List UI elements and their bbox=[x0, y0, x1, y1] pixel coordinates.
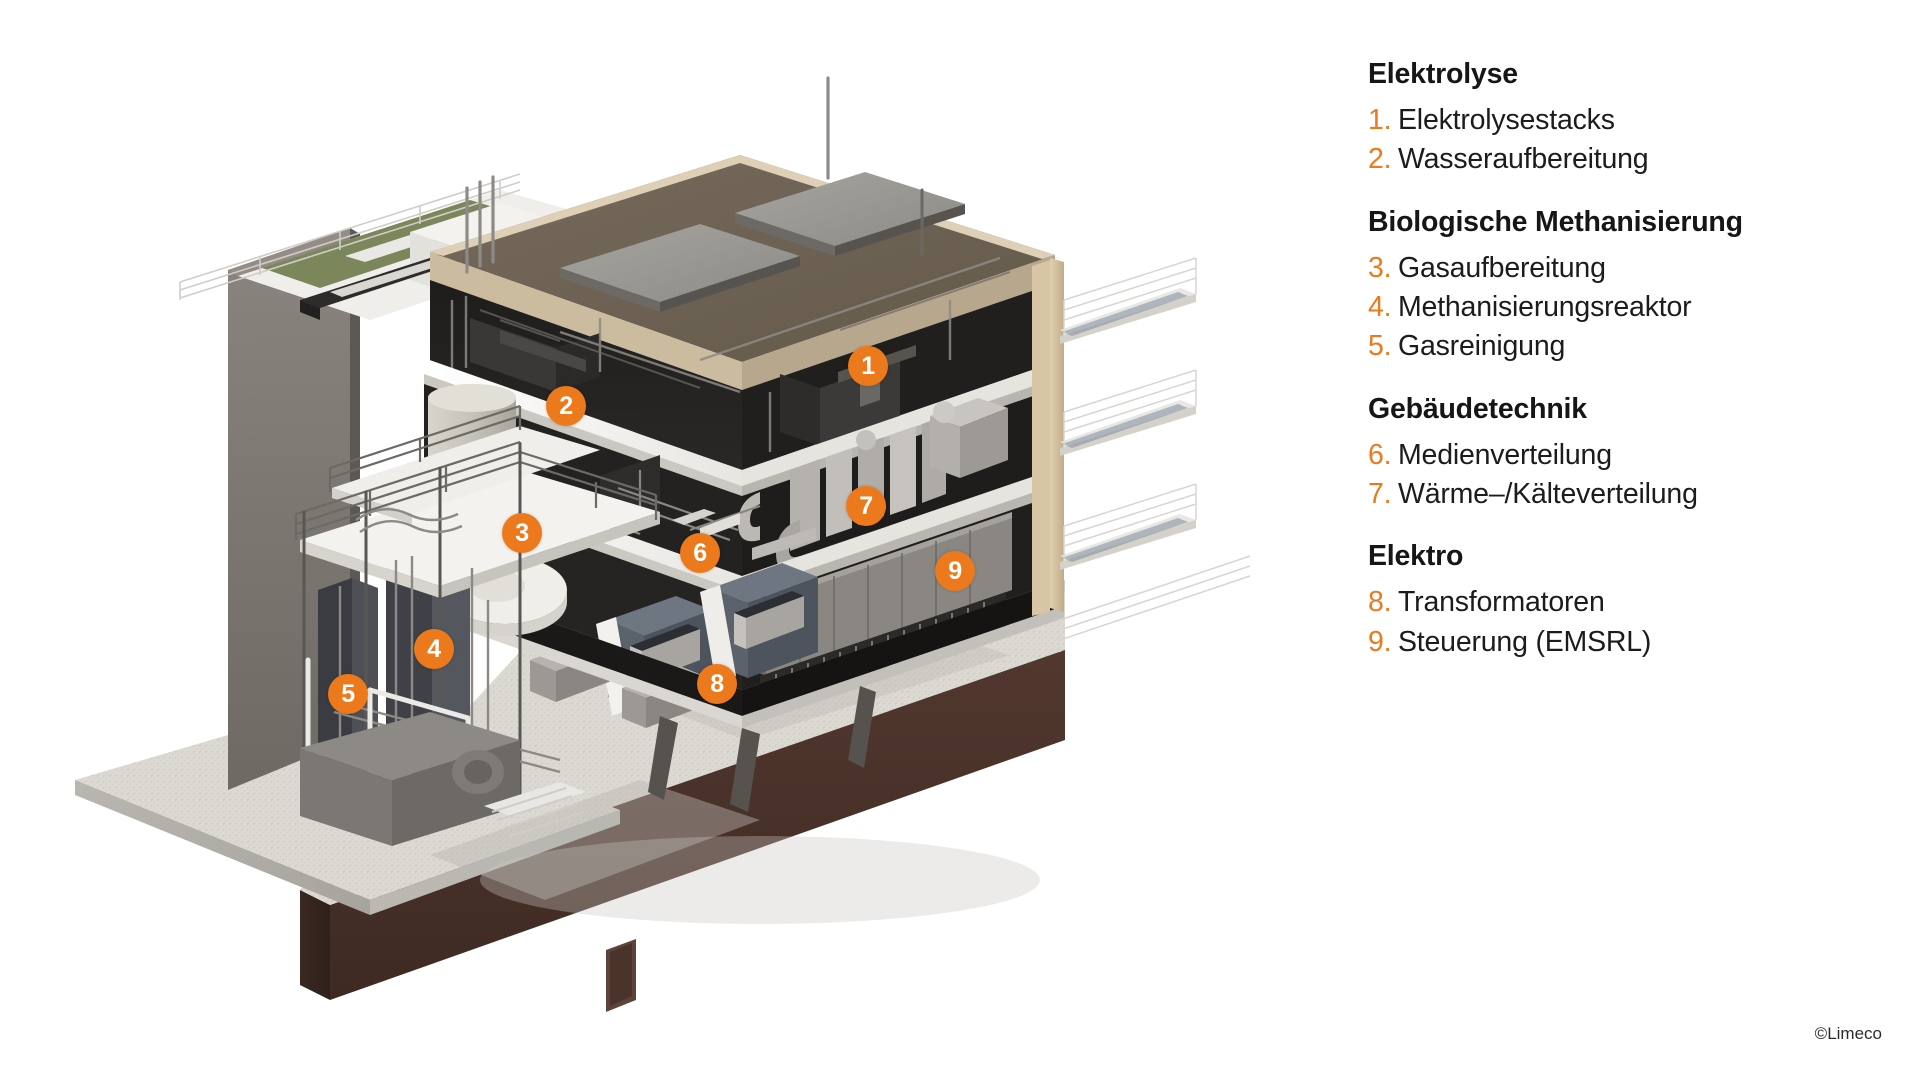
legend-item-label: Elektrolysestacks bbox=[1398, 104, 1615, 136]
right-facade-columns bbox=[1032, 257, 1251, 652]
legend-item-label: Medienverteilung bbox=[1398, 438, 1612, 471]
legend-item[interactable]: 3. Gasaufbereitung bbox=[1368, 249, 1888, 288]
legend-item[interactable]: 2. Wasseraufbereitung bbox=[1368, 140, 1888, 179]
legend-item-number: 6. bbox=[1368, 438, 1392, 471]
exterior-process-plant bbox=[294, 384, 660, 846]
legend-item-label: Gasreinigung bbox=[1398, 330, 1566, 363]
callout-marker-8[interactable]: 8 bbox=[697, 664, 737, 704]
callout-marker-2[interactable]: 2 bbox=[546, 386, 586, 426]
callout-marker-5[interactable]: 5 bbox=[328, 674, 368, 714]
callout-marker-6[interactable]: 6 bbox=[680, 533, 720, 573]
legend-item-number: 2. bbox=[1368, 143, 1392, 176]
legend-group-elektro: Elektro 8. Transformatoren 9. Steuerung … bbox=[1368, 540, 1888, 662]
access-stairs bbox=[484, 782, 586, 837]
legend-item[interactable]: 7. Wärme–/Kälteverteilung bbox=[1368, 475, 1888, 514]
legend-heading: Gebäudetechnik bbox=[1368, 392, 1587, 425]
legend-item-label: Wasseraufbereitung bbox=[1398, 143, 1649, 176]
legend-item-label: Steuerung (EMSRL) bbox=[1398, 625, 1652, 658]
legend-item[interactable]: 1. Elektrolysestacks bbox=[1368, 101, 1888, 140]
legend-group-gebaeudetechnik: Gebäudetechnik 6. Medienverteilung 7. Wä… bbox=[1368, 393, 1888, 515]
callout-marker-3[interactable]: 3 bbox=[502, 513, 542, 553]
legend-item-label: Transformatoren bbox=[1398, 586, 1605, 619]
floor-lower-electro bbox=[420, 488, 1064, 812]
legend-item-number: 3. bbox=[1368, 251, 1392, 284]
plant-illustration: 1 2 3 4 5 6 7 8 9 bbox=[75, 76, 1251, 1012]
base-pump bbox=[452, 750, 504, 794]
legend-item[interactable]: 4. Methanisierungsreaktor bbox=[1368, 288, 1888, 327]
legend-heading: Elektro bbox=[1368, 540, 1464, 573]
legend-item-number: 8. bbox=[1368, 586, 1392, 619]
legend-item-number: 4. bbox=[1368, 290, 1392, 323]
callout-marker-4[interactable]: 4 bbox=[414, 629, 454, 669]
legend-item-label: Methanisierungsreaktor bbox=[1398, 290, 1692, 323]
legend-panel: Elektrolyse 1. Elektrolysestacks 2. Wass… bbox=[1368, 58, 1888, 662]
legend-heading: Elektrolyse bbox=[1368, 58, 1518, 90]
base-door bbox=[606, 939, 636, 1012]
callout-marker-7[interactable]: 7 bbox=[846, 486, 886, 526]
right-balconies bbox=[1059, 257, 1251, 652]
plant-railings bbox=[294, 404, 658, 540]
copyright-credit: ©Limeco bbox=[1814, 1024, 1882, 1043]
legend-item-number: 5. bbox=[1368, 330, 1392, 363]
legend-item-label: Wärme–/Kälteverteilung bbox=[1398, 477, 1698, 510]
legend-item-number: 9. bbox=[1368, 625, 1392, 658]
floor-upper-electrolysis bbox=[424, 256, 1062, 496]
legend-item-label: Gasaufbereitung bbox=[1398, 251, 1606, 284]
legend-group-elektrolyse: Elektrolyse 1. Elektrolysestacks 2. Wass… bbox=[1368, 58, 1888, 180]
callout-marker-9[interactable]: 9 bbox=[935, 551, 975, 591]
legend-item[interactable]: 9. Steuerung (EMSRL) bbox=[1368, 623, 1888, 662]
legend-item-number: 7. bbox=[1368, 477, 1392, 510]
legend-item[interactable]: 6. Medienverteilung bbox=[1368, 436, 1888, 475]
legend-item[interactable]: 5. Gasreinigung bbox=[1368, 327, 1888, 366]
legend-item[interactable]: 8. Transformatoren bbox=[1368, 583, 1888, 622]
legend-group-biologische-methanisierung: Biologische Methanisierung 3. Gasaufbere… bbox=[1368, 206, 1888, 367]
legend-item-number: 1. bbox=[1368, 104, 1392, 136]
isometric-building-svg bbox=[75, 76, 1251, 1012]
building-roof bbox=[430, 76, 1055, 390]
legend-heading: Biologische Methanisierung bbox=[1368, 205, 1743, 238]
callout-marker-1[interactable]: 1 bbox=[848, 346, 888, 386]
